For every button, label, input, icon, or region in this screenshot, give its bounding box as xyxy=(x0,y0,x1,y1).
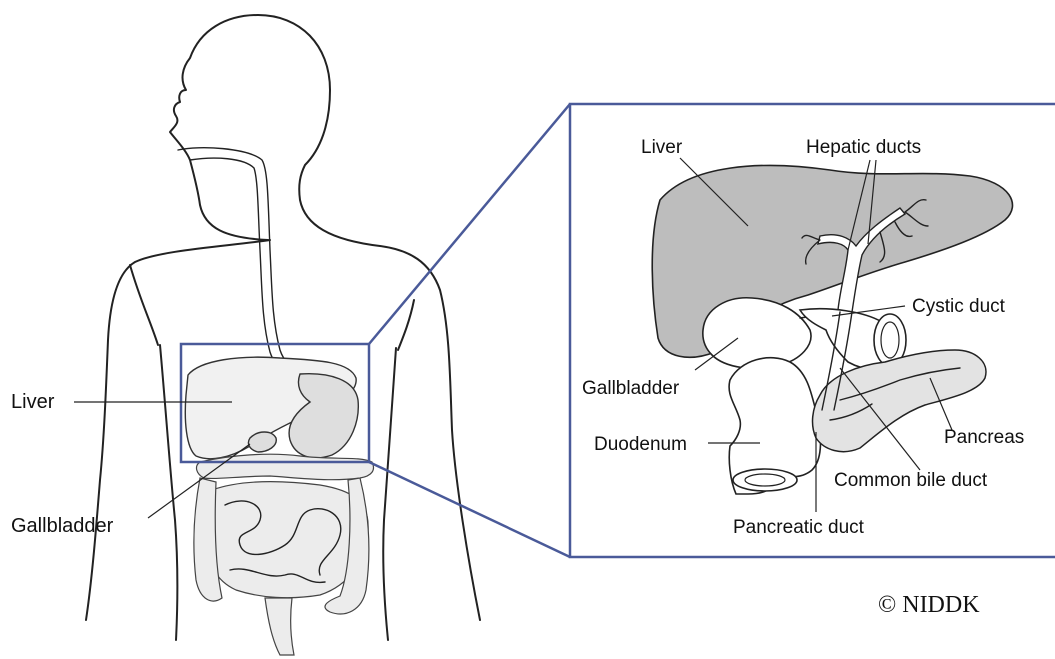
label-cystic-duct: Cystic duct xyxy=(912,296,1006,317)
label-common-bile-duct: Common bile duct xyxy=(834,470,988,491)
label-pancreatic-duct: Pancreatic duct xyxy=(733,517,865,538)
gallbladder-inset xyxy=(703,298,811,369)
colon-left xyxy=(197,454,374,480)
label-duodenum: Duodenum xyxy=(594,434,687,455)
label-pancreas: Pancreas xyxy=(944,427,1024,448)
credit-text: © NIDDK xyxy=(878,592,980,618)
zoom-connector-bottom xyxy=(369,462,570,557)
small-intestine-left xyxy=(206,482,368,598)
label-liver-inset: Liver xyxy=(641,137,683,158)
label-liver-left: Liver xyxy=(11,391,55,413)
label-gallbladder-left: Gallbladder xyxy=(11,515,114,537)
label-gallbladder-inset: Gallbladder xyxy=(582,378,680,399)
zoom-connector-top xyxy=(369,104,570,344)
label-hepatic-ducts: Hepatic ducts xyxy=(806,137,921,158)
stomach-left xyxy=(289,374,358,458)
esophagus xyxy=(178,148,300,366)
gallbladder-left xyxy=(248,432,276,452)
